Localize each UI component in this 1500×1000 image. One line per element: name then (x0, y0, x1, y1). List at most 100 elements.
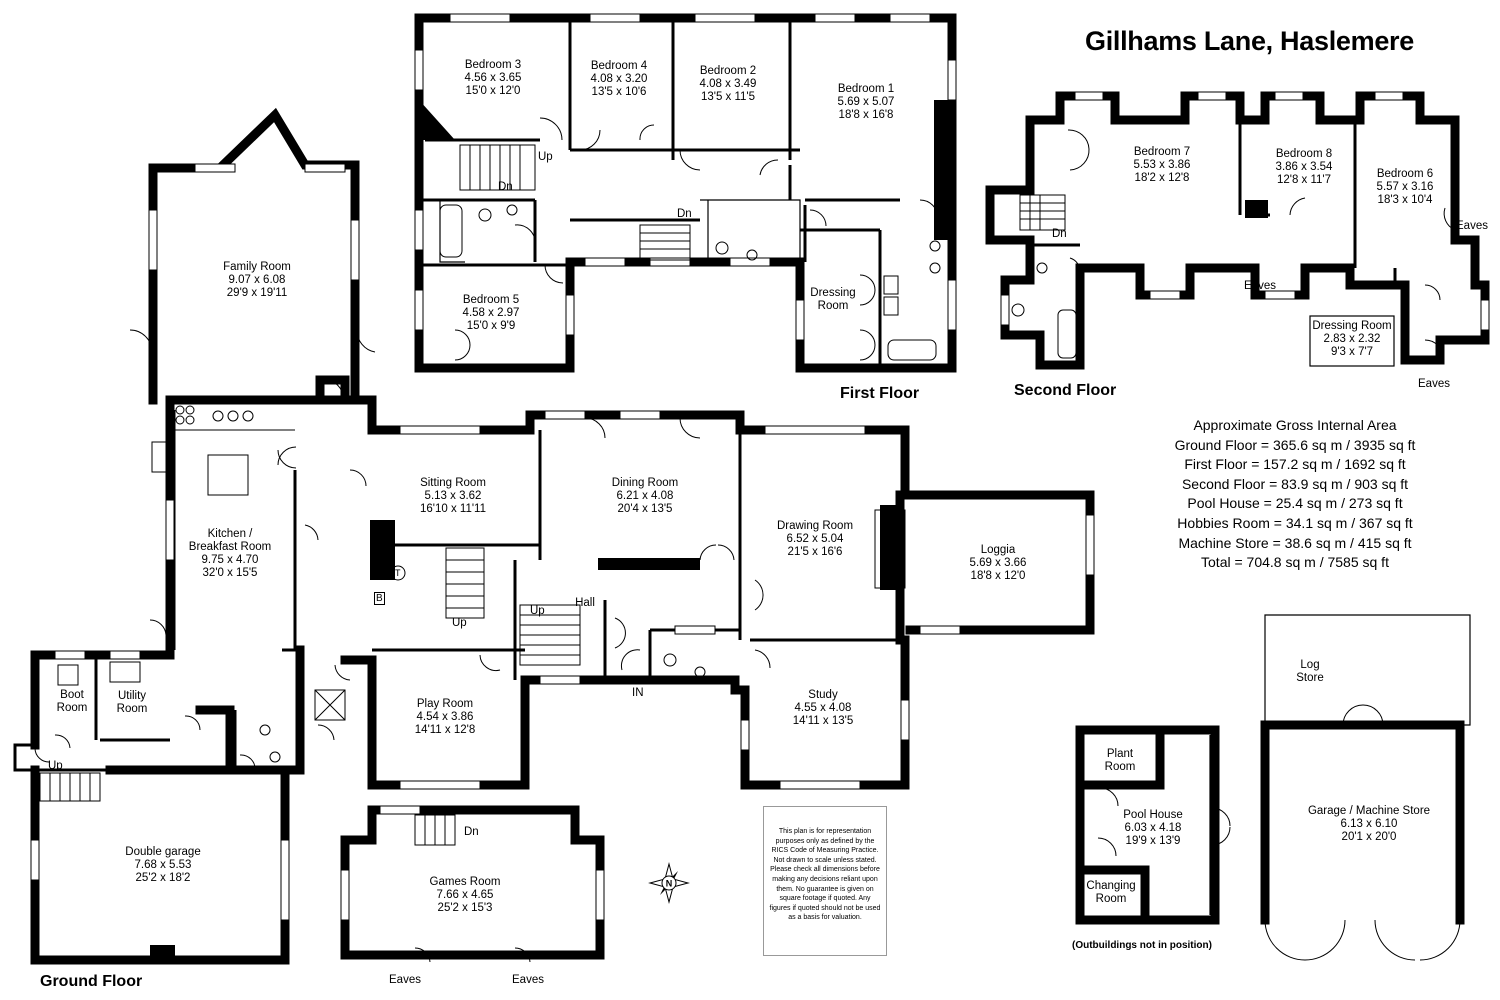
room-study: Study 4.55 x 4.08 14'11 x 13'5 (793, 689, 853, 728)
room-metric: 4.56 x 3.65 (464, 72, 522, 84)
room-bedroom-2: Bedroom 2 4.08 x 3.49 13'5 x 11'5 (700, 65, 757, 104)
room-metric: 9.75 x 4.70 (201, 554, 259, 566)
disclaimer-box: This plan is for representation purposes… (763, 806, 887, 956)
room-metric: 5.13 x 3.62 (424, 490, 482, 502)
room-plant: Plant Room (1105, 748, 1136, 774)
room-imperial: 18'8 x 12'0 (970, 570, 1026, 582)
room-metric: 6.52 x 5.04 (786, 533, 844, 545)
room-family: Family Room 9.07 x 6.08 29'9 x 19'11 (223, 261, 291, 300)
room-metric: 9.07 x 6.08 (228, 274, 286, 286)
room-name: Sitting Room (420, 477, 486, 489)
room-machine-store: Garage / Machine Store 6.13 x 6.10 20'1 … (1308, 805, 1430, 844)
room-metric: 6.03 x 4.18 (1124, 822, 1182, 834)
room-name: Store (1296, 672, 1324, 684)
room-metric: 3.86 x 3.54 (1275, 161, 1333, 173)
room-imperial: 9'3 x 7'7 (1330, 346, 1374, 358)
room-sitting: Sitting Room 5.13 x 3.62 16'10 x 11'11 (420, 477, 486, 516)
entrance-label: IN (632, 687, 644, 699)
stairs-up-label: Up (48, 760, 63, 772)
outbuildings-note: (Outbuildings not in position) (1072, 940, 1212, 951)
room-name: Plant (1106, 748, 1134, 760)
room-name: Play Room (416, 698, 474, 710)
eaves-label: Eaves (389, 974, 421, 986)
area-line: Pool House = 25.4 sq m / 273 sq ft (1187, 495, 1403, 512)
room-metric: 4.08 x 3.49 (699, 78, 757, 90)
room-name: Garage / Machine Store (1307, 805, 1431, 817)
room-metric: 4.54 x 3.86 (416, 711, 474, 723)
outbuildings-plan (1075, 614, 1471, 961)
stairs-up-label: Up (530, 605, 545, 617)
ground-floor-plan (13, 107, 1095, 965)
room-name: Pool House (1123, 809, 1183, 821)
room-imperial: 21'5 x 16'6 (787, 546, 843, 558)
room-imperial: 16'10 x 11'11 (420, 503, 486, 515)
room-dressing-first: Dressing Room (808, 287, 858, 313)
compass-icon: N (648, 862, 690, 904)
room-boot: Boot Room (57, 689, 88, 715)
room-metric: 4.58 x 2.97 (462, 307, 520, 319)
room-imperial: 32'0 x 15'5 (202, 567, 258, 579)
room-metric: 6.21 x 4.08 (616, 490, 674, 502)
room-metric: 5.69 x 5.07 (837, 96, 895, 108)
room-name: Family Room (223, 261, 291, 273)
room-name: Changing (1086, 880, 1136, 892)
room-metric: 7.68 x 5.53 (134, 859, 192, 871)
room-bedroom-5: Bedroom 5 4.58 x 2.97 15'0 x 9'9 (463, 294, 520, 333)
room-utility: Utility Room (117, 690, 148, 716)
room-imperial: 13'5 x 10'6 (591, 86, 647, 98)
gross-internal-area: Approximate Gross Internal Area Ground F… (1160, 416, 1430, 573)
room-name: Room (1095, 893, 1127, 905)
room-log-store: Log Store (1296, 659, 1324, 685)
room-name: Bedroom 5 (462, 294, 520, 306)
page-title: Gillhams Lane, Haslemere (1085, 26, 1414, 56)
room-dining: Dining Room 6.21 x 4.08 20'4 x 13'5 (612, 477, 678, 516)
room-name: Games Room (429, 876, 501, 888)
room-imperial: 15'0 x 12'0 (465, 85, 521, 97)
area-line: Second Floor = 83.9 sq m / 903 sq ft (1181, 475, 1409, 492)
room-name: Loggia (980, 544, 1016, 556)
room-name: Room (116, 703, 148, 715)
room-imperial: 29'9 x 19'11 (226, 287, 288, 299)
room-imperial: 12'8 x 11'7 (1276, 174, 1332, 186)
stairs-up-label: Up (538, 151, 553, 163)
room-name: Dressing Room (810, 287, 856, 312)
area-line: Hobbies Room = 34.1 sq m / 367 sq ft (1177, 514, 1413, 531)
first-floor-plan (414, 13, 957, 373)
area-line: Ground Floor = 365.6 sq m / 3935 sq ft (1174, 436, 1416, 453)
room-metric: 5.53 x 3.86 (1133, 159, 1191, 171)
eaves-label: Eaves (1418, 378, 1450, 390)
room-dressing-second: Dressing Room 2.83 x 2.32 9'3 x 7'7 (1312, 320, 1391, 359)
room-name: Boot (60, 689, 84, 701)
room-metric: 2.83 x 2.32 (1323, 333, 1381, 345)
stairs-down-label: Dn (1052, 228, 1067, 240)
room-hall: Hall (575, 597, 595, 610)
room-name: Dining Room (611, 477, 679, 489)
room-name: Breakfast Room (188, 541, 272, 553)
room-name: Bedroom 7 (1133, 146, 1191, 158)
room-imperial: 13'5 x 11'5 (700, 91, 756, 103)
room-name: Room (1104, 761, 1136, 773)
stairs-down-label: Dn (464, 826, 479, 838)
room-metric: 6.13 x 6.10 (1340, 818, 1398, 830)
room-name: Double garage (125, 846, 201, 858)
room-garage: Double garage 7.68 x 5.53 25'2 x 18'2 (125, 846, 200, 885)
room-bedroom-8: Bedroom 8 3.86 x 3.54 12'8 x 11'7 (1276, 148, 1333, 187)
compass-letter: N (666, 879, 673, 889)
room-name: Room (56, 702, 88, 714)
room-name: Bedroom 6 (1376, 168, 1434, 180)
room-imperial: 15'0 x 9'9 (466, 320, 516, 332)
room-name: Bedroom 8 (1275, 148, 1333, 160)
room-bedroom-6: Bedroom 6 5.57 x 3.16 18'3 x 10'4 (1377, 168, 1434, 207)
room-imperial: 20'4 x 13'5 (617, 503, 673, 515)
room-metric: 4.55 x 4.08 (794, 702, 852, 714)
room-metric: 5.69 x 3.66 (969, 557, 1027, 569)
room-name: Study (808, 689, 838, 701)
room-name: Bedroom 4 (590, 60, 648, 72)
room-pool-house: Pool House 6.03 x 4.18 19'9 x 13'9 (1123, 809, 1182, 848)
b-marker-label: B (374, 592, 385, 605)
room-imperial: 19'9 x 13'9 (1125, 835, 1181, 847)
second-floor-plan (985, 91, 1490, 370)
area-line: First Floor = 157.2 sq m / 1692 sq ft (1184, 456, 1406, 473)
room-bedroom-3: Bedroom 3 4.56 x 3.65 15'0 x 12'0 (465, 59, 522, 98)
